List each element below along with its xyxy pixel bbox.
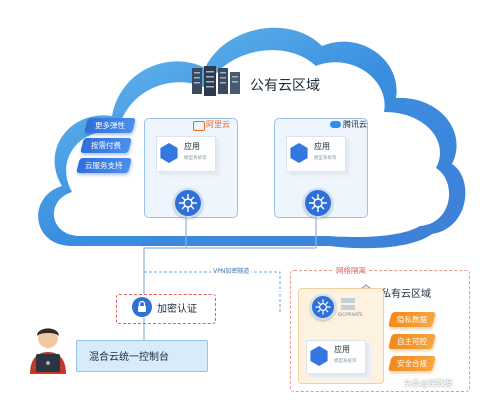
app-sublabel: 模型系统等 (184, 156, 207, 161)
app-sublabel: 模型系统等 (334, 359, 357, 364)
app-label: 应用 (334, 345, 350, 354)
tencent-label: 腾讯云 (343, 120, 367, 129)
feature-pill-self-controlled: 自主可控 (388, 334, 436, 349)
aliyun-label: 阿里云 (206, 120, 230, 129)
console-box[interactable] (76, 340, 208, 372)
feature-pill-private-data: 隐私数据 (388, 312, 436, 327)
public-cloud-title: 公有云区域 (250, 78, 320, 94)
app-label: 应用 (184, 142, 200, 151)
encryption-box (116, 294, 216, 324)
network-isolation-label: 网络隔离 (333, 265, 369, 276)
kubernetes-icon (310, 294, 336, 320)
private-cloud-region (290, 270, 470, 392)
private-cloud-title: 私有云区域 (381, 289, 431, 300)
app-sublabel: 模型系统等 (314, 156, 337, 161)
app-icon (310, 346, 328, 366)
aliyun-logo-icon (193, 121, 205, 131)
app-icon (160, 143, 178, 163)
admin-user-icon (30, 328, 66, 374)
app-label: 应用 (314, 142, 330, 151)
kubernetes-icon (173, 188, 203, 218)
feature-pill-security-compliance: 安全合规 (388, 356, 436, 371)
server-icon (341, 298, 355, 310)
server-rack-icon (192, 66, 240, 96)
watermark: 头条@快数据 (404, 379, 452, 388)
server-caption: IDC/PRIVATE (338, 312, 363, 317)
kubernetes-icon (303, 188, 333, 218)
vpn-label: VPN加密隧道 (211, 266, 252, 275)
lock-icon (132, 297, 152, 317)
encryption-label: 加密认证 (157, 304, 197, 315)
tencent-cloud-logo-icon (330, 121, 341, 128)
app-icon (290, 143, 308, 163)
console-label: 混合云统一控制台 (89, 352, 169, 363)
